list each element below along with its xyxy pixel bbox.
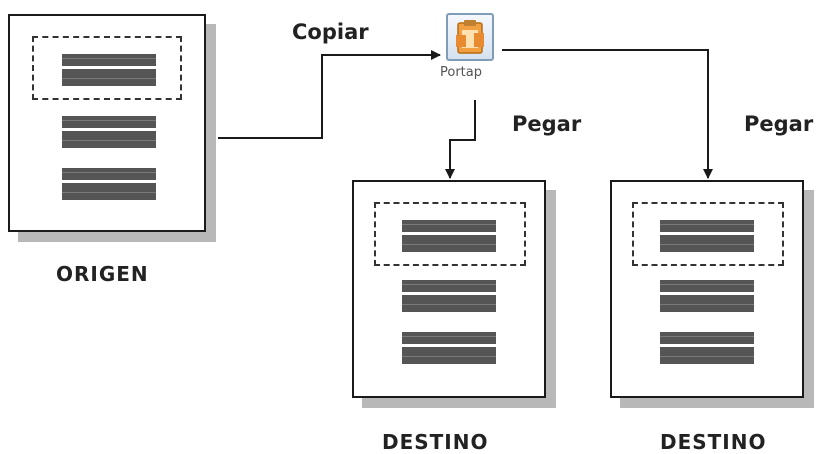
selection-box — [632, 202, 784, 266]
selection-box — [32, 36, 182, 100]
destination-label-left: DESTINO — [382, 430, 489, 454]
clipboard-icon: Portap — [440, 13, 500, 80]
paste-label-left: Pegar — [512, 112, 582, 136]
clipboard-label: Portap — [440, 65, 482, 80]
text-block — [62, 168, 156, 200]
text-block — [402, 332, 496, 364]
source-document — [8, 14, 206, 232]
text-block — [660, 280, 754, 312]
clipboard-glyph — [456, 20, 484, 54]
text-block-pasted — [660, 220, 754, 252]
text-block-selected — [62, 54, 156, 86]
copy-arrow — [218, 50, 441, 139]
destination-document-left — [352, 180, 546, 398]
clipboard-frame — [446, 13, 494, 61]
text-block — [62, 116, 156, 148]
destination-document-right — [610, 180, 804, 398]
paste-arrow-left — [445, 100, 476, 179]
selection-box — [374, 202, 526, 266]
text-block — [402, 280, 496, 312]
paste-arrow-right — [502, 49, 713, 179]
text-block-pasted — [402, 220, 496, 252]
source-label: ORIGEN — [56, 262, 149, 286]
paste-label-right: Pegar — [744, 112, 814, 136]
text-block — [660, 332, 754, 364]
copy-label: Copiar — [292, 20, 369, 44]
destination-label-right: DESTINO — [660, 430, 767, 454]
